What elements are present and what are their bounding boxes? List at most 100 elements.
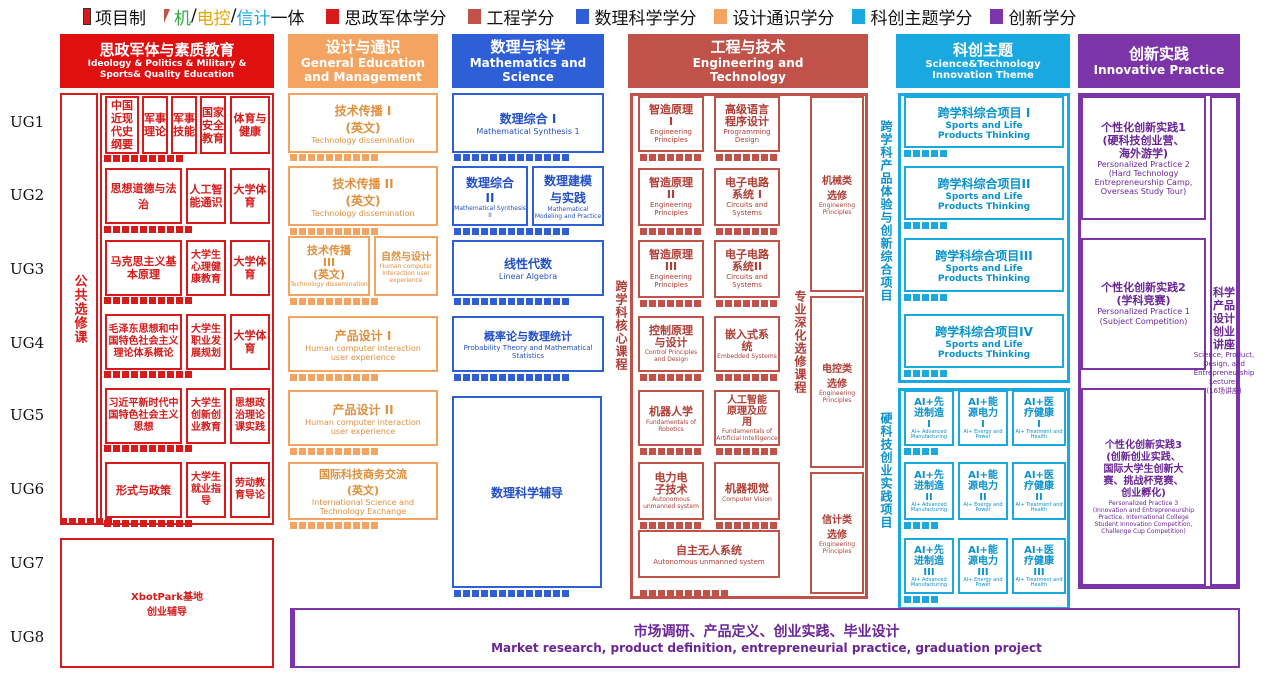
credit-square [544, 374, 551, 381]
credit-square [472, 374, 479, 381]
credit-square [725, 374, 732, 381]
credit-square [499, 590, 506, 597]
credit-square [113, 155, 120, 162]
credit-square [770, 374, 777, 381]
credit-square [490, 298, 497, 305]
credit-square [176, 297, 183, 304]
credit-square [940, 294, 947, 301]
course-tech-dissem-1: 技术传播 I (英文) Technology dissemination [288, 93, 438, 153]
credit-square [649, 154, 656, 161]
credit-square [140, 371, 147, 378]
credit-square [454, 374, 461, 381]
ug-label: UG5 [10, 406, 45, 424]
course-military-skills: 军事技能 [171, 96, 197, 154]
credit-square [176, 226, 183, 233]
ug-label: UG6 [10, 480, 45, 498]
credit-square [703, 590, 710, 597]
credit-square [922, 596, 929, 603]
credit-square [640, 448, 647, 455]
credit-square [544, 590, 551, 597]
credit-square [685, 448, 692, 455]
course-xi-thought: 习近平新时代中国特色社会主义思想 [105, 388, 182, 444]
credit-square [649, 300, 656, 307]
credit-square [553, 228, 560, 235]
legend-blue: 数理科学学分 [576, 4, 696, 29]
credit-square [158, 226, 165, 233]
credit-square [658, 522, 665, 529]
credit-square [716, 300, 723, 307]
credit-square [167, 155, 174, 162]
credit-square [694, 522, 701, 529]
credit-square [158, 155, 165, 162]
credit-square [362, 374, 369, 381]
credit-square [770, 522, 777, 529]
credit-square [770, 300, 777, 307]
course-math-synth-1: 数理综合 I Mathematical Synthesis 1 [452, 93, 604, 153]
credit-square [676, 522, 683, 529]
credit-square [185, 226, 192, 233]
credit-square [481, 590, 488, 597]
credit-square [481, 154, 488, 161]
credit-square [676, 448, 683, 455]
course-sports-2: 大学体育 [230, 168, 270, 224]
credit-square [526, 228, 533, 235]
credit-square [913, 448, 920, 455]
course-math-synth-2: 数理综合 II Mathematical Synthesis II [452, 166, 528, 226]
credit-square [535, 590, 542, 597]
credit-square [725, 300, 732, 307]
credit-square [725, 522, 732, 529]
credit-square [499, 228, 506, 235]
credit-square [344, 298, 351, 305]
credit-square [640, 300, 647, 307]
credit-square [344, 374, 351, 381]
header-innovation: 创新实践 Innovative Practice [1078, 34, 1240, 88]
credit-square [335, 154, 342, 161]
credit-square [353, 154, 360, 161]
legend-project-swatch [83, 7, 91, 25]
credit-square [752, 522, 759, 529]
credit-square [721, 590, 728, 597]
credit-square [490, 154, 497, 161]
legend-cyan: 科创主题学分 [852, 4, 972, 29]
credit-square [922, 150, 929, 157]
credit-square [694, 300, 701, 307]
credit-square [770, 154, 777, 161]
course-modern-history: 中国近现代史纲要 [105, 96, 139, 154]
course-intl-exchange: 国际科技商务交流 (英文) International Science and … [288, 462, 438, 520]
ug-label: UG3 [10, 260, 45, 278]
course-politics-practice: 思想政治理论课实践 [230, 388, 270, 444]
credit-square [904, 370, 911, 377]
credit-square [149, 520, 156, 527]
legend-integration-swatch [164, 9, 170, 23]
personal-practice-1: 个性化创新实践1 (硬科技创业营、 海外游学)Personalized Prac… [1081, 96, 1206, 220]
credit-square [344, 448, 351, 455]
credit-square [649, 374, 656, 381]
credit-square [743, 154, 750, 161]
credit-square [176, 445, 183, 452]
credit-square [290, 448, 297, 455]
credit-square [335, 522, 342, 529]
credit-square [353, 228, 360, 235]
credit-square [761, 300, 768, 307]
credit-square [544, 154, 551, 161]
legend-blue-swatch [576, 8, 590, 24]
credit-square [185, 445, 192, 452]
credit-square [185, 520, 192, 527]
credit-square [104, 297, 111, 304]
credit-square [499, 298, 506, 305]
ug-label: UG2 [10, 186, 45, 204]
credit-square [353, 522, 360, 529]
credit-square [725, 228, 732, 235]
credit-square [299, 298, 306, 305]
credit-square [140, 155, 147, 162]
credit-square [676, 154, 683, 161]
